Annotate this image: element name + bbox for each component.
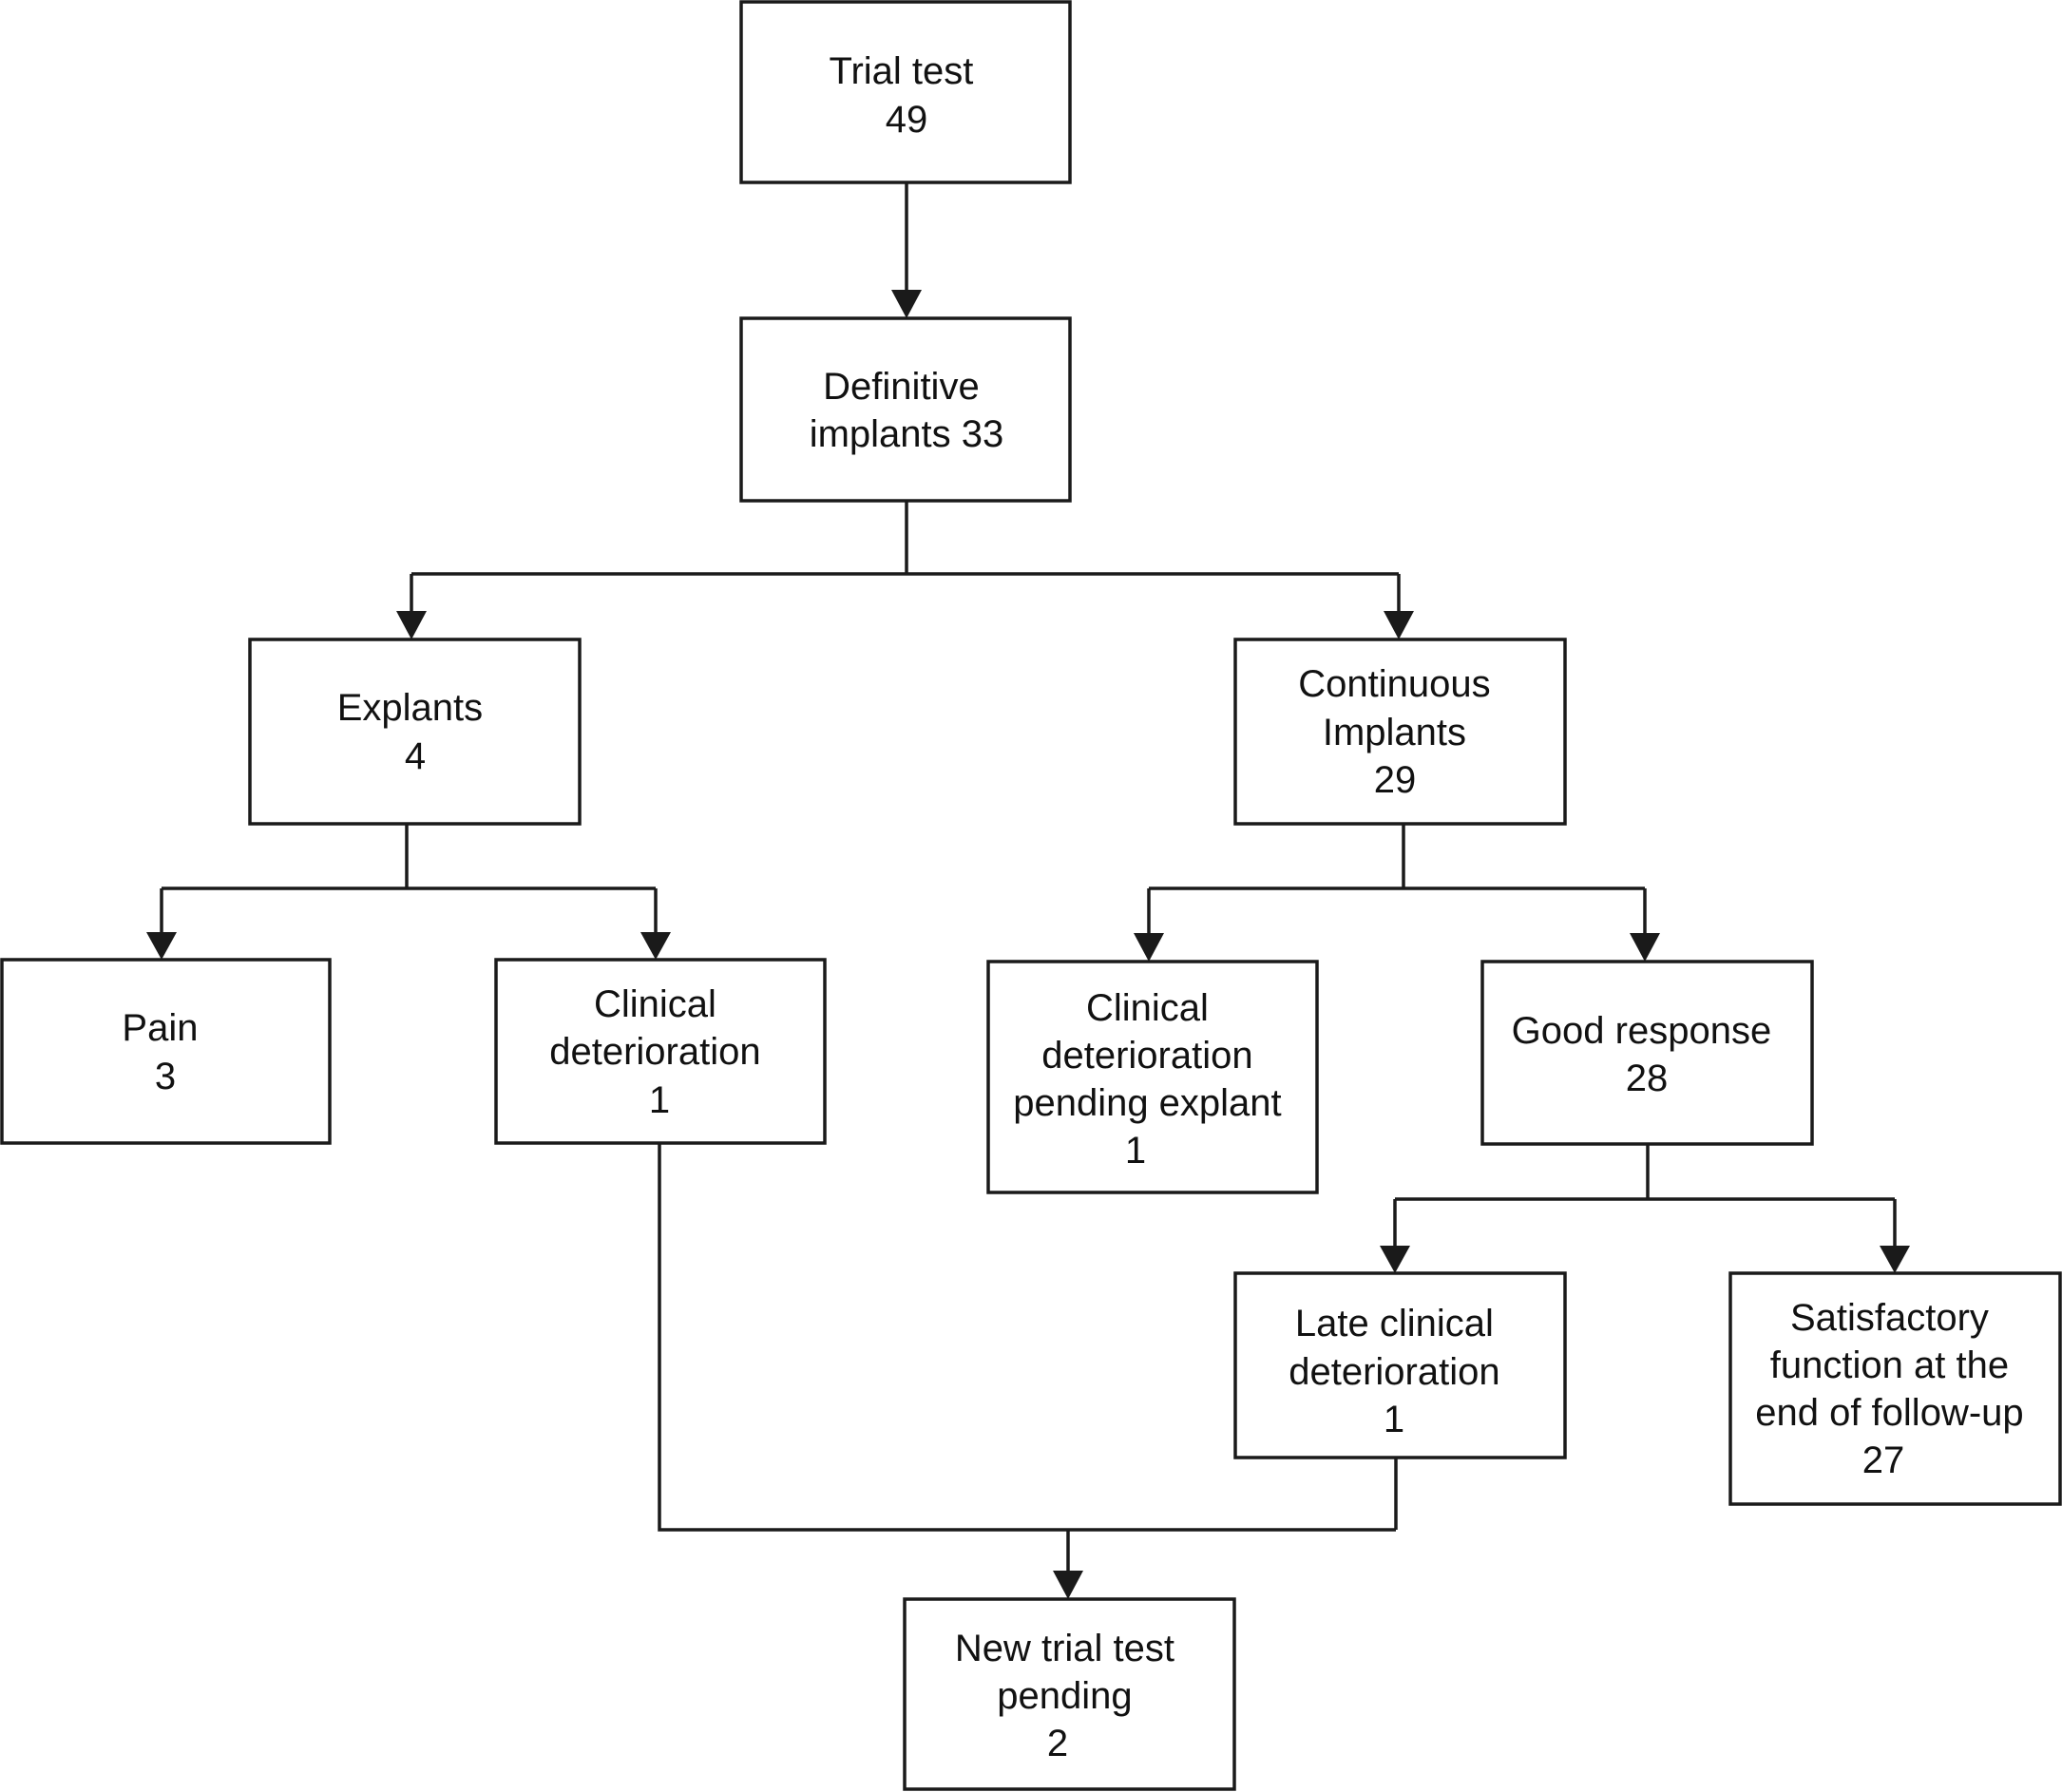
node-label: Pain: [122, 1007, 198, 1049]
svg-text:New trial test pending: New trial test pending 2: [955, 1628, 1185, 1764]
arrowhead: [146, 932, 177, 960]
svg-text:Pain 3: Pain 3: [122, 1007, 208, 1097]
connector-merge-to-new-trial: [658, 1143, 1398, 1571]
node-label: function at the: [1770, 1344, 2009, 1386]
svg-text:Late clinical deteriorat: Late clinical deterioration 1: [1289, 1303, 1511, 1440]
node-box: [986, 960, 1319, 1194]
svg-text:Trial test 49: Trial test 49: [830, 50, 984, 141]
node-pain: Pain 3: [0, 958, 332, 1145]
node-label-count: implants 33: [810, 413, 1004, 455]
node-box: [248, 638, 582, 826]
node-count: 1: [1384, 1399, 1404, 1440]
node-label: Explants: [337, 687, 483, 729]
svg-text:Definitive implants 33: Definitive implants 33: [810, 366, 1004, 455]
node-label: pending explant: [1013, 1082, 1281, 1124]
node-label: deterioration: [1041, 1035, 1252, 1077]
arrowhead: [1630, 933, 1660, 962]
node-label: Continuous: [1298, 663, 1490, 705]
node-count: 3: [155, 1056, 176, 1097]
node-trial-test: Trial test 49: [739, 0, 1072, 184]
svg-text:Clinical deterioration: Clinical deterioration pending explant 1: [1013, 987, 1292, 1172]
arrowhead: [1053, 1571, 1083, 1599]
node-count: 49: [886, 99, 928, 141]
arrowhead: [891, 290, 922, 318]
node-good-response: Good response 28: [1480, 960, 1814, 1146]
node-count: 1: [649, 1079, 670, 1121]
connector-explants-split: [160, 824, 658, 932]
node-label: deterioration: [549, 1031, 760, 1073]
node-box: [903, 1597, 1236, 1791]
svg-text:Explants 4: Explants 4: [337, 687, 494, 777]
connectors: [160, 182, 1897, 1571]
node-count: 4: [405, 735, 426, 777]
node-explants: Explants 4: [248, 638, 582, 826]
node-label: Trial test: [830, 50, 974, 92]
node-new-trial-test-pending: New trial test pending 2: [903, 1597, 1236, 1791]
node-definitive-implants: Definitive implants 33: [739, 316, 1072, 503]
node-box: [1480, 960, 1814, 1146]
node-count: 27: [1862, 1439, 1905, 1481]
node-clinical-deterioration: Clinical deterioration 1: [494, 958, 827, 1145]
node-count: 2: [1047, 1723, 1068, 1764]
arrowhead: [1384, 611, 1414, 639]
connector-continuous-split: [1147, 824, 1647, 933]
node-label: Good response: [1512, 1010, 1772, 1052]
node-satisfactory-function: Satisfactory function at the end of foll…: [1728, 1271, 2062, 1506]
node-label: New trial test: [955, 1628, 1174, 1669]
node-box: [1728, 1271, 2062, 1506]
node-label: Clinical: [594, 983, 716, 1025]
svg-text:Satisfactory function at: Satisfactory function at the end of foll…: [1755, 1297, 2034, 1481]
node-label: Clinical: [1086, 987, 1209, 1029]
node-label: deterioration: [1289, 1351, 1499, 1393]
arrowhead: [1880, 1246, 1910, 1273]
node-box: [494, 958, 827, 1145]
node-clinical-deterioration-pending-explant: Clinical deterioration pending explant 1: [986, 960, 1319, 1194]
svg-text:Continuous Implants: Continuous Implants 29: [1298, 663, 1501, 801]
svg-text:Clinical deterioration: Clinical deterioration 1: [549, 983, 772, 1121]
node-box: [1233, 638, 1567, 826]
arrowhead: [1380, 1246, 1410, 1273]
node-box: [739, 316, 1072, 503]
connector-definitive-split: [410, 501, 1401, 611]
node-box: [1233, 1271, 1567, 1459]
node-label: Implants: [1323, 712, 1466, 753]
node-label: Satisfactory: [1790, 1297, 1989, 1339]
arrowhead: [1134, 933, 1164, 962]
svg-text:Good response 28: Good response 28: [1512, 1010, 1783, 1099]
arrowhead: [640, 932, 671, 960]
node-label: Definitive: [823, 366, 980, 408]
node-count: 28: [1626, 1058, 1669, 1099]
node-label: pending: [997, 1675, 1132, 1717]
node-label: Late clinical: [1295, 1303, 1494, 1344]
node-label: end of follow-up: [1755, 1392, 2023, 1434]
node-late-clinical-deterioration: Late clinical deterioration 1: [1233, 1271, 1567, 1459]
connector-good-response-split: [1393, 1144, 1897, 1246]
node-box: [0, 958, 332, 1145]
node-continuous-implants: Continuous Implants 29: [1233, 638, 1567, 826]
node-box: [739, 0, 1072, 184]
node-count: 29: [1374, 759, 1417, 801]
arrowhead: [396, 611, 427, 639]
arrowheads: [146, 290, 1910, 1599]
node-count: 1: [1125, 1130, 1146, 1172]
